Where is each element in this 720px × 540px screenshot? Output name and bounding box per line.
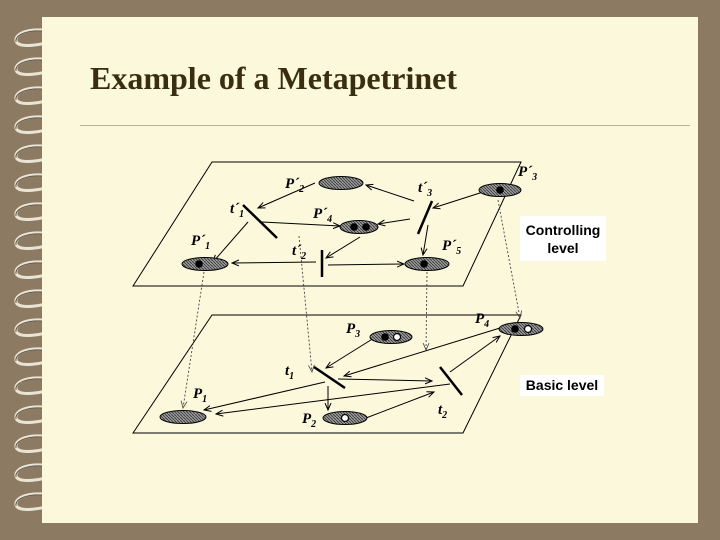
token <box>362 223 370 231</box>
label-controlling-p2: P´2 <box>285 176 304 195</box>
basic-arcs <box>204 327 500 419</box>
label-controlling-p1: P´1 <box>191 233 210 252</box>
inter-level-arcs <box>183 199 520 408</box>
label-controlling-t3: t´3 <box>418 180 432 199</box>
basic-transition-t2 <box>439 366 463 396</box>
label-controlling-p3: P´3 <box>518 164 537 183</box>
token <box>381 333 389 341</box>
controlling-transition-t1 <box>242 204 278 239</box>
basic-place-p1 <box>159 410 207 424</box>
controlling-place-p1 <box>181 257 229 271</box>
token <box>195 260 203 268</box>
controlling-transition-t3 <box>416 200 434 235</box>
token <box>511 325 519 333</box>
label-basic-t2: t2 <box>438 402 447 421</box>
title-divider <box>80 125 690 126</box>
label-basic-p3: P3 <box>346 321 360 340</box>
controlling-place-p2 <box>318 176 364 190</box>
label-basic-p1: P1 <box>193 386 207 405</box>
basic-place-p2 <box>322 411 368 425</box>
controlling-place-p4 <box>339 220 379 234</box>
controlling-level-label: Controlling <box>526 222 601 238</box>
token-empty <box>340 413 350 423</box>
token <box>350 223 358 231</box>
controlling-place-p3 <box>478 183 522 197</box>
slide-title: Example of a Metapetrinet <box>90 60 458 96</box>
basic-transition-t1 <box>313 365 346 390</box>
controlling-place-p5 <box>404 257 450 271</box>
token <box>496 186 504 194</box>
label-basic-p2: P2 <box>302 411 316 430</box>
label-controlling-t2: t´2 <box>292 243 306 262</box>
token-empty <box>523 324 533 334</box>
label-controlling-t1: t´1 <box>230 201 244 220</box>
label-basic-p4: P4 <box>475 311 489 330</box>
label-basic-t1: t1 <box>285 363 294 382</box>
label-controlling-p4: P´4 <box>313 206 332 225</box>
basic-level-label: Basic level <box>526 377 598 393</box>
controlling-level-box <box>520 216 606 261</box>
basic-place-p3 <box>369 330 413 344</box>
label-controlling-p5: P´5 <box>442 238 461 257</box>
token-empty <box>392 332 402 342</box>
basic-place-p4 <box>498 322 544 336</box>
token <box>420 260 428 268</box>
controlling-arcs <box>213 182 484 265</box>
basic-level-box <box>520 375 604 396</box>
controlling-level-label-line2: level <box>547 240 578 256</box>
